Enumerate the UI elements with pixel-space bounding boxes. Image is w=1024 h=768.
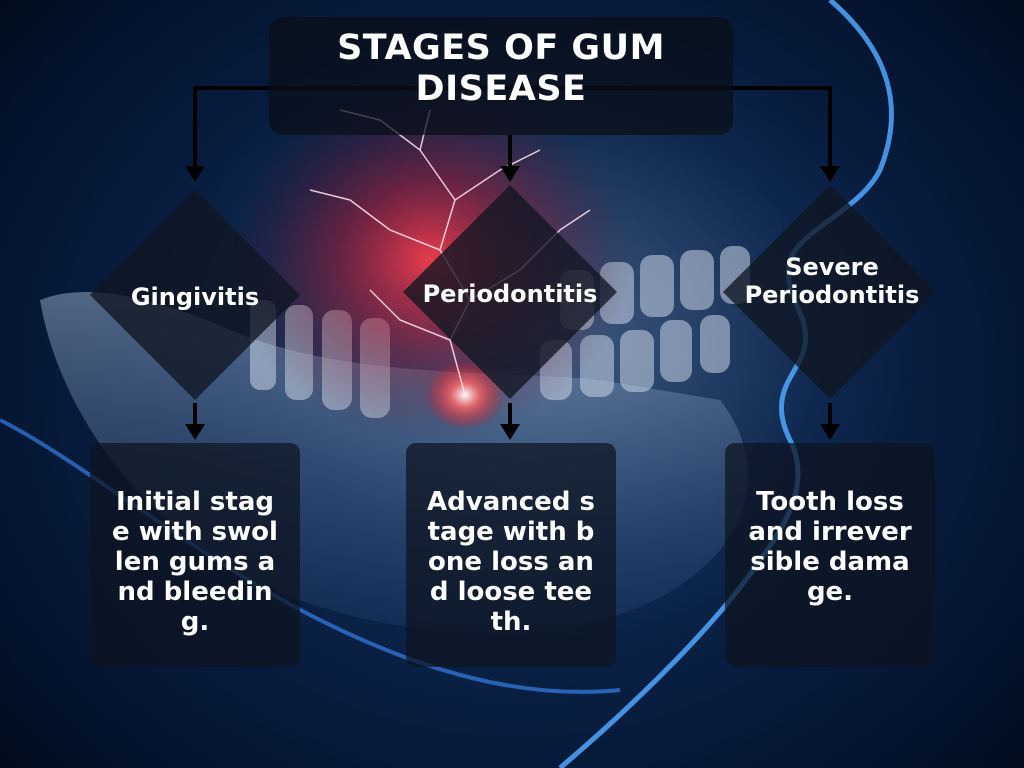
stage-label-severe-periodontitis: Severe Periodontitis <box>744 253 920 309</box>
severe-periodontitis-description: Tooth loss and irreversible damage. <box>748 487 912 607</box>
severe-periodontitis-description-box: Tooth loss and irreversible damage. <box>725 443 935 667</box>
page-title: STAGES OF GUM DISEASE <box>337 28 665 109</box>
gingivitis-description: Initial stage with swollen gums and blee… <box>112 487 278 637</box>
gingivitis-description-box: Initial stage with swollen gums and blee… <box>90 443 300 667</box>
periodontitis-description: Advanced stage with bone loss and loose … <box>427 487 595 637</box>
periodontitis-description-box: Advanced stage with bone loss and loose … <box>406 443 616 667</box>
stage-label-periodontitis: Periodontitis <box>422 280 598 308</box>
title-box: STAGES OF GUM DISEASE <box>269 17 733 135</box>
stage-label-gingivitis: Gingivitis <box>130 283 260 311</box>
